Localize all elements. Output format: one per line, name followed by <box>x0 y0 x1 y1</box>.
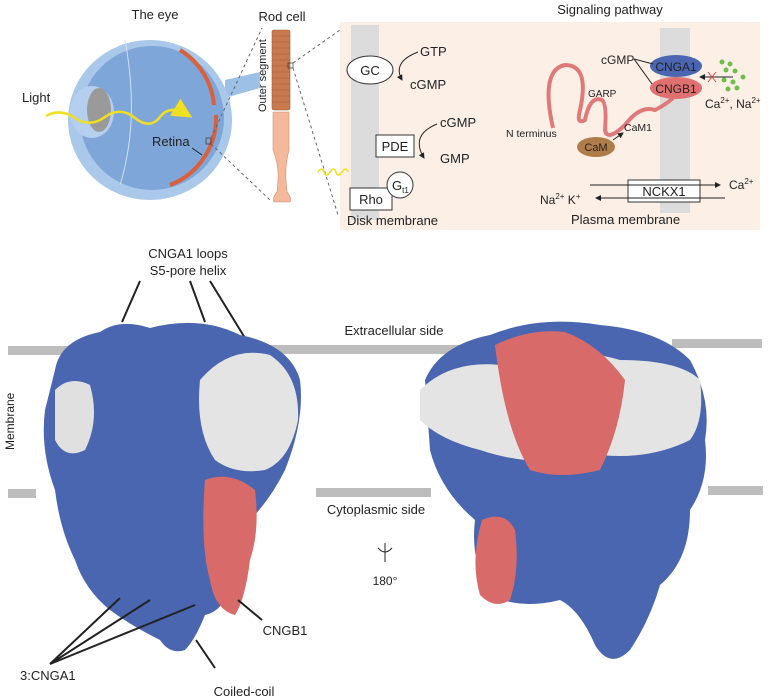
pde-label: PDE <box>382 139 409 154</box>
retina-bottom <box>169 114 219 187</box>
eye-illustration: The eye Light Retina <box>22 7 271 201</box>
cngb1-density <box>203 476 257 615</box>
retina-zoom-box <box>205 137 212 145</box>
cam1-label: CaM1 <box>624 122 652 134</box>
pde-node <box>375 134 415 158</box>
white-domain <box>199 352 299 472</box>
rho-label: Rho <box>359 192 383 207</box>
gc-arrow-icon <box>396 51 419 81</box>
retina-pointer <box>191 147 203 156</box>
nckx1-label: NCKX1 <box>642 184 685 199</box>
cgmp-link <box>633 58 654 65</box>
light-wave-icon <box>317 168 349 176</box>
nckx-ca-label: Ca2+ <box>729 177 754 192</box>
cngb1-density <box>495 331 625 475</box>
cam-arrow-icon <box>612 132 624 141</box>
disk-membrane-label: Disk membrane <box>347 213 438 228</box>
cnga1-node <box>650 55 702 77</box>
light-label: Light <box>22 90 51 105</box>
loops-label-2: S5-pore helix <box>150 263 227 278</box>
cgmp-label-3: cGMP <box>601 53 634 67</box>
nckx-na-k-label: Na2+ K+ <box>540 192 581 207</box>
gmp-label: GMP <box>440 151 470 166</box>
outer-segment-label: Outer segment <box>257 39 269 112</box>
pointer-line <box>209 280 246 339</box>
lens <box>87 88 111 132</box>
zoom-line <box>292 67 339 216</box>
rotation-label: 180° <box>373 574 398 588</box>
pointer-line <box>195 639 216 669</box>
inner-segment <box>272 111 291 203</box>
light-arrow-icon <box>45 98 193 125</box>
cnga1-count-label: 3:CNGA1 <box>20 668 76 683</box>
pointer-line <box>121 280 141 323</box>
loops-label-1: CNGA1 loops <box>148 246 228 261</box>
pointer-line <box>237 599 263 621</box>
pathway-title: Signaling pathway <box>557 2 663 17</box>
block-x-icon <box>707 71 717 83</box>
rho-node <box>349 187 393 211</box>
retina-label: Retina <box>152 134 190 149</box>
gtp-label: GTP <box>420 44 447 59</box>
plasma-membrane-label: Plasma membrane <box>571 212 680 227</box>
pointer-line <box>49 599 151 665</box>
zoom-line <box>210 27 263 139</box>
cgmp-label: cGMP <box>410 77 446 92</box>
pointer-line <box>49 604 196 665</box>
cytoplasmic-label: Cytoplasmic side <box>327 502 425 517</box>
ions-label: Ca2+, Na2+ <box>705 96 761 111</box>
cngb1-label: CNGB1 <box>655 82 697 96</box>
rod-title: Rod cell <box>259 9 306 24</box>
gt-node <box>386 171 414 199</box>
retina-top <box>178 48 216 106</box>
membrane-label: Membrane <box>3 392 17 450</box>
rod-cell-illustration: Rod cell Outer segment <box>257 9 341 216</box>
gc-node <box>346 55 394 85</box>
pde-arrow-icon <box>418 123 438 159</box>
cnga1-label: CNGA1 <box>655 60 697 74</box>
coiled-coil-label: Coiled-coil <box>214 684 275 699</box>
cam-label: CaM <box>584 142 607 154</box>
membrane-markers <box>8 339 763 498</box>
pointer-line <box>49 597 121 665</box>
cngb1-density <box>475 516 517 604</box>
garp-chain <box>546 62 682 137</box>
extracellular-label: Extracellular side <box>345 323 444 338</box>
cgmp-link <box>633 58 653 85</box>
ion-dots-icon <box>719 59 746 92</box>
eye-title: The eye <box>132 7 179 22</box>
cngb1-node <box>650 77 702 99</box>
cngb1-structure-label: CNGB1 <box>263 623 308 638</box>
structure-panel: CNGA1 loops S5-pore helix Extracellular … <box>3 246 763 699</box>
zoom-line <box>292 29 341 64</box>
eye-body <box>80 46 224 190</box>
cng-structure-front <box>43 322 301 652</box>
optic-nerve <box>225 72 260 98</box>
garp-label: GARP <box>588 89 617 100</box>
gt-label: Gt1 <box>392 178 409 195</box>
disk-stripes <box>272 35 290 103</box>
white-domain <box>55 381 94 454</box>
rod-zoom-box <box>287 62 294 69</box>
pointer-line <box>189 280 206 323</box>
cam-node <box>577 137 615 157</box>
gc-label: GC <box>360 63 380 78</box>
cgmp-label-2: cGMP <box>440 115 476 130</box>
zoom-line <box>210 143 271 201</box>
signaling-pathway-panel: Signaling pathway GC GTP cGMP PDE cGMP G… <box>317 2 761 230</box>
cng-structure-back <box>420 321 707 659</box>
n-terminus-label: N terminus <box>506 128 557 140</box>
